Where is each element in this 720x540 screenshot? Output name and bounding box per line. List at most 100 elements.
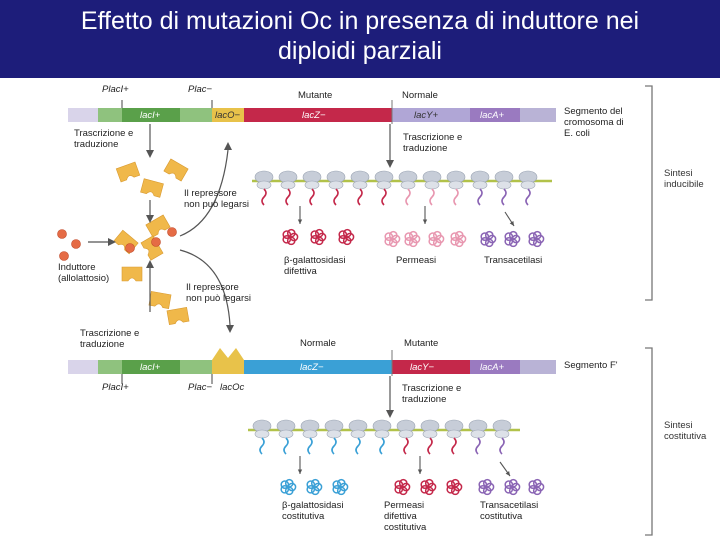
inducer-molecule [168,228,177,237]
bottom-ribosome [397,420,415,454]
bottom-ribosome [493,420,511,454]
nascent-polypeptide [452,438,456,454]
repressor-6 [167,307,189,324]
protein-coil [505,233,512,240]
top-ribosome [279,171,297,205]
inducer-molecule [126,244,135,253]
nascent-polypeptide [404,438,408,454]
bottom-promoter-lac-label: Plac− [188,382,212,393]
top-mrna-ribosomes [252,171,552,205]
product-arrow-head [423,219,427,224]
inducible-bracket [645,86,652,300]
top-product-y: Permeasi [396,255,436,266]
nascent-polypeptide [260,438,264,454]
protein-coil [395,481,402,488]
top-transcription-arrowhead [146,150,154,158]
top-ribosome [399,171,417,205]
bottom-y-arrowhead [386,410,394,418]
ribosome-small-subunit [497,181,511,189]
inducer-molecule [58,230,67,239]
top-operator-label: lacO− [215,110,240,121]
repressor-shape [141,179,164,198]
nascent-polypeptide [428,438,432,454]
bottom-ribosome [421,420,439,454]
ribosome-small-subunit [305,181,319,189]
nascent-polypeptide [334,189,338,205]
repressor-note-bottom: Il repressore non può legarsi [186,282,251,304]
bottom-protein-z [333,480,347,495]
nascent-polypeptide [502,189,506,205]
bottom-dna-left-end [68,360,98,374]
ribosome-small-subunit [303,430,317,438]
bottom-transcription-i-label: Trascrizione e traduzione [80,328,139,350]
nascent-polypeptide [430,189,434,205]
top-promoter-i-label: PlacI+ [102,84,129,95]
ribosome-small-subunit [279,430,293,438]
nascent-polypeptide [454,189,458,205]
ribosome-small-subunit [471,430,485,438]
bottom-ribosome [253,420,271,454]
top-protein-y [451,232,465,247]
top-gene-a-label: lacA+ [480,110,504,121]
repressor-shape [167,307,189,324]
bottom-segment-label: Segmento F' [564,360,618,371]
nascent-polypeptide [286,189,290,205]
top-ribosome [255,171,273,205]
repressor-shape [164,159,188,181]
bottom-gene-a-label: lacA+ [480,362,504,373]
bottom-gene-z-label: lacZ− [300,362,324,373]
ribosome-small-subunit [399,430,413,438]
top-gene-y-label: lacY+ [414,110,438,121]
top-protein-a [529,232,543,247]
repressor-2 [141,179,164,198]
product-arrow-head [506,471,510,476]
ribosome-small-subunit [495,430,509,438]
bottom-ribosome [277,420,295,454]
protein-coil [451,233,458,240]
ribosome-small-subunit [327,430,341,438]
repressor-3 [164,159,188,181]
top-product-a: Transacetilasi [484,255,542,266]
protein-coil [307,481,314,488]
bottom-gene-i-label: lacI+ [140,362,160,373]
top-ribosome [303,171,321,205]
top-protein-y [405,232,419,247]
bottom-protein-z [281,480,295,495]
ribosome-small-subunit [449,181,463,189]
bottom-promoter-i-box [98,360,122,374]
protein-coil [479,481,486,488]
protein-coil [447,481,454,488]
bottom-ribosome [469,420,487,454]
repressor-5 [149,291,171,308]
repressor-1 [116,162,140,182]
bottom-protein-y [395,480,409,495]
repressor-4 [122,267,142,281]
repressor-note-top: Il repressore non può legarsi [184,188,249,210]
product-arrow-head [298,219,302,224]
bottom-operator-box [212,360,244,374]
inducer-label: Induttore (allolattosio) [58,262,109,284]
protein-coil [405,233,412,240]
nascent-polypeptide [380,438,384,454]
bottom-protein-z [307,480,321,495]
arrowhead-inducer-bind [108,238,116,246]
protein-coil [333,481,340,488]
ribosome-small-subunit [353,181,367,189]
inducer-molecule [72,240,81,249]
nascent-polypeptide [356,438,360,454]
repressor-shape [116,162,140,182]
nascent-polypeptide [406,189,410,205]
top-protein-y [385,232,399,247]
protein-coil [429,233,436,240]
ribosome-small-subunit [447,430,461,438]
constitutive-bracket [645,348,652,535]
ribosome-small-subunit [521,181,535,189]
top-ribosome [375,171,393,205]
bottom-product-z: β-galattosidasi costitutiva [282,500,343,522]
top-gene-z-label: lacZ− [302,110,326,121]
bottom-gene-y-label: lacY− [410,362,434,373]
protein-coil [505,481,512,488]
top-promoter-lac-label: Plac− [188,84,212,95]
bottom-protein-y [421,480,435,495]
product-arrow-head [418,469,422,474]
